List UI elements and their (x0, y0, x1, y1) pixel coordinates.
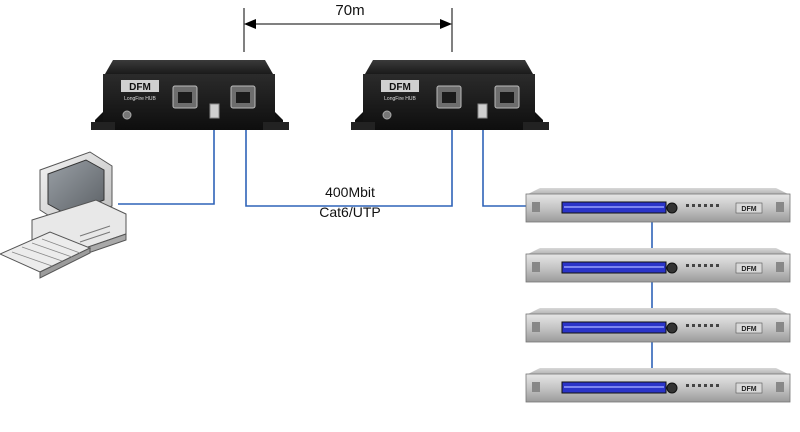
cable-type-label: Cat6/UTP (319, 204, 381, 220)
distance-label: 70m (335, 2, 365, 19)
rack-unit-4: DFM (525, 368, 791, 403)
svg-text:DFM: DFM (389, 82, 411, 93)
rack-knob-icon (666, 262, 678, 274)
svg-text:DFM: DFM (741, 326, 756, 333)
rack-unit-1: DFM (525, 188, 791, 223)
firewire-port-icon (209, 103, 220, 119)
rack-knob-icon (666, 202, 678, 214)
rack-knob-icon (666, 382, 678, 394)
svg-text:DFM: DFM (741, 266, 756, 273)
svg-text:LongFire HUB: LongFire HUB (124, 96, 156, 102)
rack-unit-2: DFM (525, 248, 791, 283)
computer-to-hub1-cable (118, 120, 215, 205)
hub2-to-rack-cable (482, 120, 530, 207)
svg-text:DFM: DFM (741, 206, 756, 213)
hub-device-2: DFM LongFire HUB (351, 60, 549, 130)
rack-knob-icon (666, 322, 678, 334)
computer-icon (0, 151, 127, 279)
power-jack-icon (382, 110, 392, 120)
hub-device-1: DFM LongFire HUB (91, 60, 289, 130)
power-jack-icon (122, 110, 132, 120)
link-speed-label: 400Mbit (325, 184, 375, 200)
distance-dimension (243, 8, 453, 52)
svg-text:DFM: DFM (741, 386, 756, 393)
hub-logo-icon (381, 80, 419, 92)
svg-text:DFM: DFM (129, 82, 151, 93)
hub-logo-icon (121, 80, 159, 92)
rack-unit-3: DFM (525, 308, 791, 343)
firewire-port-icon (477, 103, 488, 119)
svg-text:LongFire HUB: LongFire HUB (384, 96, 416, 102)
hub1-to-hub2-cable (245, 120, 453, 207)
